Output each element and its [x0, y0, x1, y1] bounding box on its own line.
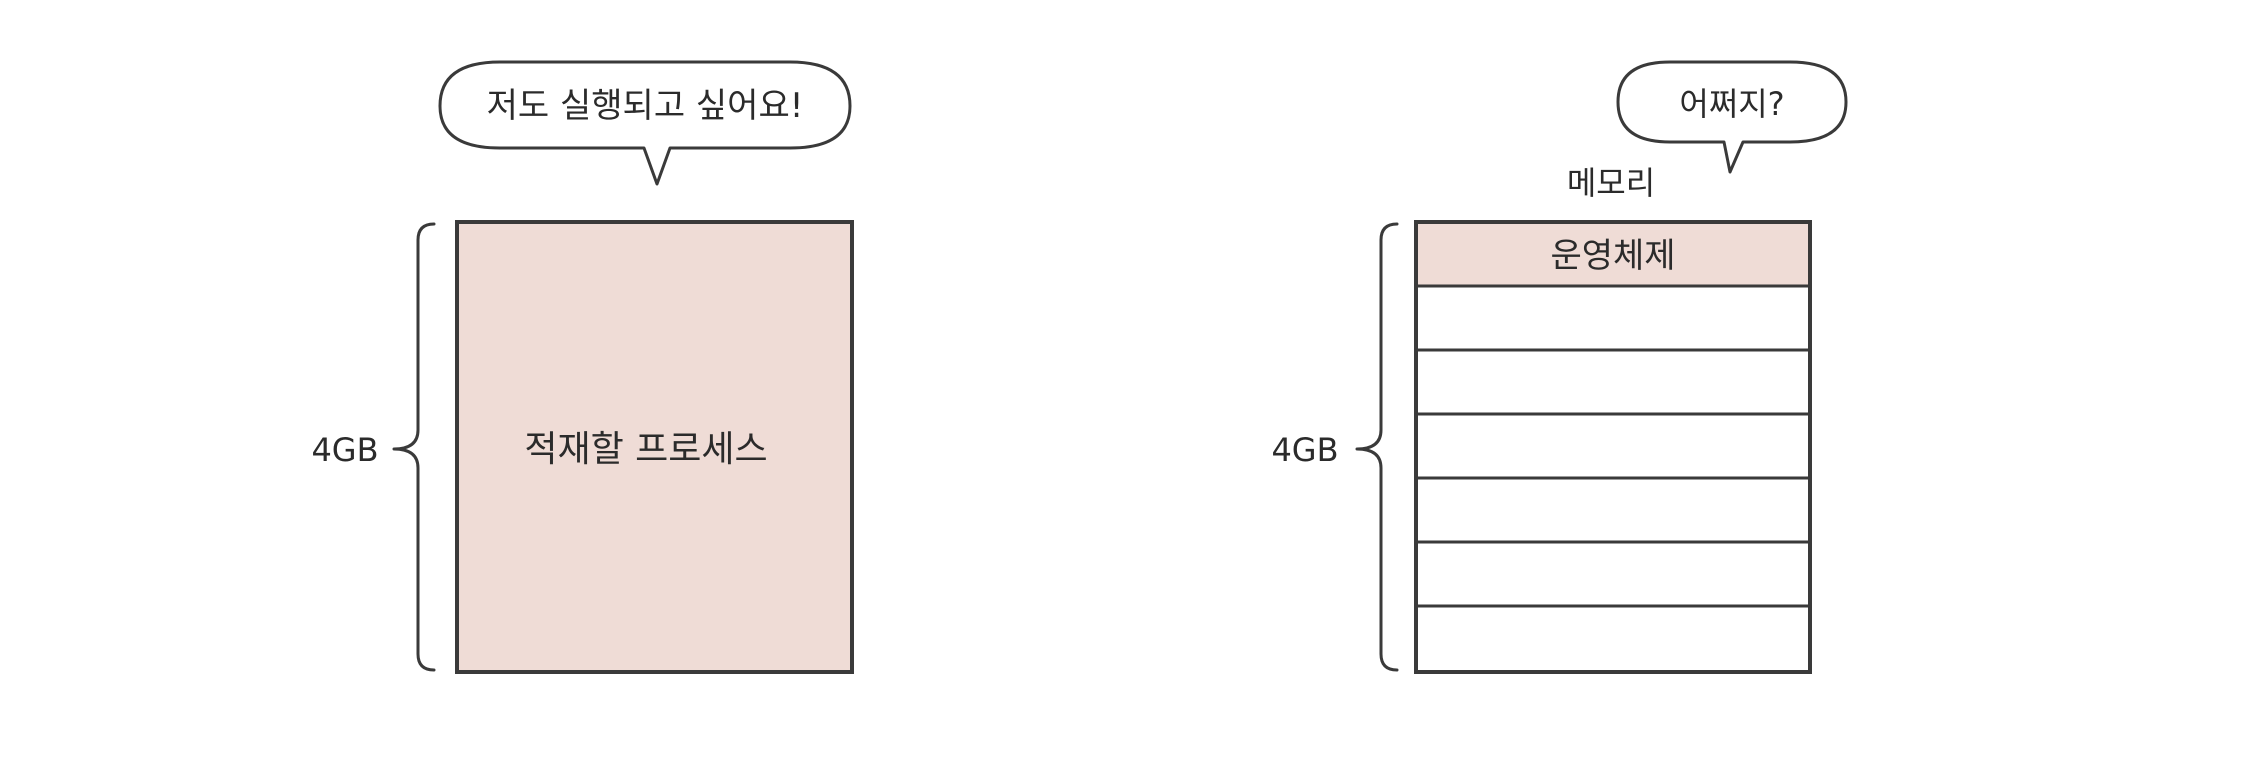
right-bubble-text: 어쩌지? — [1679, 85, 1784, 123]
os-region — [1416, 222, 1810, 286]
left-size-brace — [392, 222, 436, 672]
right-size-label: 4GB — [1271, 431, 1338, 469]
left-size-label: 4GB — [311, 431, 378, 469]
memory-title: 메모리 — [1567, 164, 1655, 202]
right-speech-bubble: 어쩌지? — [1616, 60, 1848, 174]
left-speech-bubble: 저도 실행되고 싶어요! — [438, 60, 852, 186]
memory-block: 운영체제 — [1414, 220, 1812, 674]
right-size-brace — [1355, 222, 1399, 672]
process-label: 적재할 프로세스 — [524, 429, 767, 470]
left-bubble-shape — [438, 60, 852, 186]
right-bubble-shape — [1616, 60, 1848, 174]
right-panel: 어쩌지? 메모리 4GB 운영체제 — [1271, 60, 1848, 674]
process-box — [455, 220, 854, 674]
left-bubble-text: 저도 실행되고 싶어요! — [487, 86, 804, 126]
memory-outline — [1414, 220, 1812, 674]
os-label: 운영체제 — [1550, 236, 1675, 276]
left-panel: 저도 실행되고 싶어요! 4GB 적재할 프로세스 — [311, 60, 854, 674]
